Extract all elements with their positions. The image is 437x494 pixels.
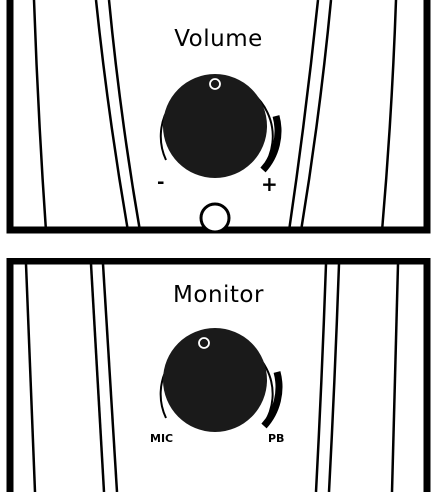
volume-knob-indicator [209,78,221,90]
volume-max-label: + [261,172,278,196]
volume-left-inner-line-b [107,0,142,232]
volume-min-label: - [157,172,165,193]
monitor-knob-level-arc [261,371,283,429]
volume-left-outer-line [32,0,48,232]
monitor-left-inner-line-b [101,263,119,492]
volume-panel-drawing [6,0,431,234]
monitor-title: Monitor [173,282,264,308]
volume-right-outer-line [380,0,398,232]
volume-left-inner-line-a [94,0,130,232]
monitor-knob-indicator [198,337,210,349]
monitor-panel-frame [6,258,431,492]
monitor-right-inner-line-b [327,263,341,492]
volume-panel: Volume - + [0,0,437,234]
volume-right-inner-line-a [299,0,333,232]
monitor-left-inner-line-a [89,263,106,492]
monitor-right-inner-line-a [314,263,328,492]
monitor-right-outer-line [390,263,400,492]
headphone-jack[interactable] [199,202,231,234]
monitor-min-label: MIC [150,432,174,445]
volume-knob-level-arc [260,115,282,173]
volume-knob[interactable] [163,74,267,178]
monitor-left-outer-line [24,263,37,492]
volume-right-inner-line-b [287,0,320,232]
monitor-max-label: PB [268,432,285,445]
monitor-knob[interactable] [163,328,267,432]
monitor-panel: Monitor MIC PB [0,258,437,492]
volume-title: Volume [174,26,263,52]
monitor-panel-drawing [6,258,431,492]
